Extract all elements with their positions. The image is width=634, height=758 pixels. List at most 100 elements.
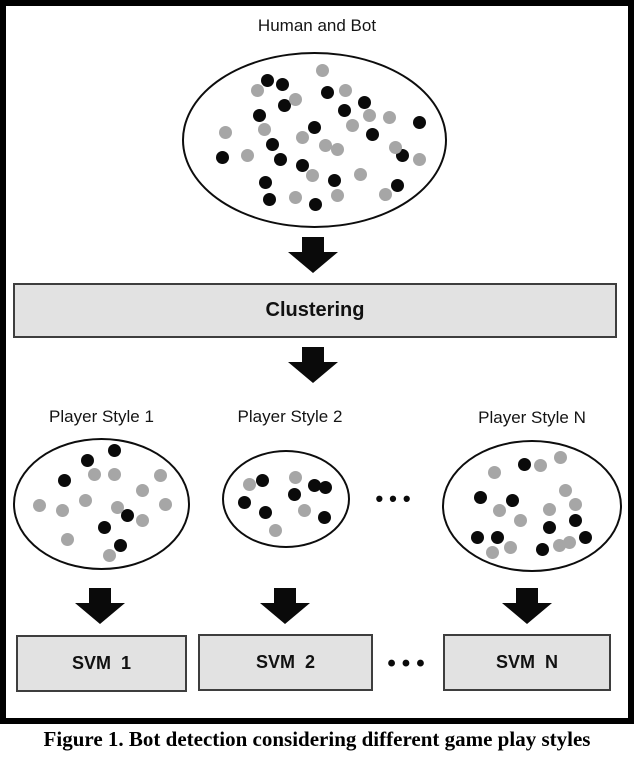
gray-dot	[60, 532, 74, 546]
black-dot	[273, 152, 287, 166]
black-dot	[252, 108, 266, 122]
black-dot	[490, 530, 504, 544]
black-dot	[320, 85, 334, 99]
player-style-2-label: Player Style 2	[237, 407, 343, 426]
black-dot	[120, 508, 134, 522]
figure-title: Human and Bot	[257, 16, 377, 35]
gray-dot	[338, 83, 352, 97]
black-dot	[505, 493, 519, 507]
groups-ellipsis: •••	[375, 486, 417, 511]
gray-dot	[378, 187, 392, 201]
gray-dot	[107, 467, 121, 481]
arrow-down-icon	[288, 237, 338, 273]
gray-dot	[503, 540, 517, 554]
svm-ellipsis: •••	[387, 650, 431, 677]
gray-dot	[135, 513, 149, 527]
gray-dot	[388, 140, 402, 154]
black-dot	[307, 120, 321, 134]
gray-dot	[297, 503, 311, 517]
black-dot	[97, 520, 111, 534]
black-dot	[542, 520, 556, 534]
gray-dot	[315, 63, 329, 77]
clustering-label: Clustering	[265, 299, 365, 321]
black-dot	[215, 150, 229, 164]
arrow-down-icon	[288, 347, 338, 383]
black-dot	[258, 505, 272, 519]
black-dot	[357, 95, 371, 109]
black-dot	[578, 530, 592, 544]
black-dot	[308, 197, 322, 211]
gray-dot	[288, 470, 302, 484]
gray-dot	[487, 465, 501, 479]
gray-dot	[330, 142, 344, 156]
gray-dot	[32, 498, 46, 512]
svm-n-label: SVM N	[495, 652, 558, 672]
black-dot	[262, 192, 276, 206]
svm-1-label: SVM 1	[71, 653, 132, 673]
player-style-1-label: Player Style 1	[49, 407, 154, 426]
black-dot	[317, 510, 331, 524]
gray-dot	[295, 130, 309, 144]
svm-n-box: SVM N	[443, 634, 611, 691]
gray-dot	[158, 497, 172, 511]
gray-dot	[558, 483, 572, 497]
black-dot	[535, 542, 549, 556]
gray-dot	[153, 468, 167, 482]
black-dot	[327, 173, 341, 187]
gray-dot	[492, 503, 506, 517]
black-dot	[265, 137, 279, 151]
black-dot	[307, 478, 321, 492]
gray-dot	[87, 467, 101, 481]
black-dot	[473, 490, 487, 504]
gray-dot	[362, 108, 376, 122]
arrow-down-icon	[260, 588, 310, 624]
gray-dot	[345, 118, 359, 132]
gray-dot	[288, 190, 302, 204]
black-dot	[365, 127, 379, 141]
clustering-box: Clustering	[13, 283, 617, 338]
player-style-n-ellipse	[442, 440, 622, 572]
black-dot	[412, 115, 426, 129]
svm-2-label: SVM 2	[255, 652, 316, 672]
black-dot	[568, 513, 582, 527]
black-dot	[80, 453, 94, 467]
gray-dot	[412, 152, 426, 166]
gray-dot	[242, 477, 256, 491]
gray-dot	[110, 500, 124, 514]
black-dot	[237, 495, 251, 509]
black-dot	[107, 443, 121, 457]
black-dot	[337, 103, 351, 117]
gray-dot	[568, 497, 582, 511]
gray-dot	[562, 535, 576, 549]
gray-dot	[382, 110, 396, 124]
svm-2-box: SVM 2	[198, 634, 373, 691]
player-style-1-ellipse	[13, 438, 190, 570]
player-style-2-ellipse	[222, 450, 350, 548]
gray-dot	[552, 538, 566, 552]
figure-caption: Figure 1. Bot detection considering diff…	[43, 727, 591, 751]
black-dot	[517, 457, 531, 471]
black-dot	[57, 473, 71, 487]
gray-dot	[268, 523, 282, 537]
gray-dot	[318, 138, 332, 152]
gray-dot	[102, 548, 116, 562]
black-dot	[277, 98, 291, 112]
gray-dot	[135, 483, 149, 497]
gray-dot	[553, 450, 567, 464]
gray-dot	[533, 458, 547, 472]
black-dot	[390, 178, 404, 192]
black-dot	[255, 473, 269, 487]
arrow-down-icon	[75, 588, 125, 624]
black-dot	[287, 487, 301, 501]
black-dot	[113, 538, 127, 552]
black-dot	[260, 73, 274, 87]
gray-dot	[78, 493, 92, 507]
svm-1-box: SVM 1	[16, 635, 187, 692]
gray-dot	[55, 503, 69, 517]
black-dot	[258, 175, 272, 189]
gray-dot	[513, 513, 527, 527]
gray-dot	[240, 148, 254, 162]
gray-dot	[353, 167, 367, 181]
gray-dot	[250, 83, 264, 97]
